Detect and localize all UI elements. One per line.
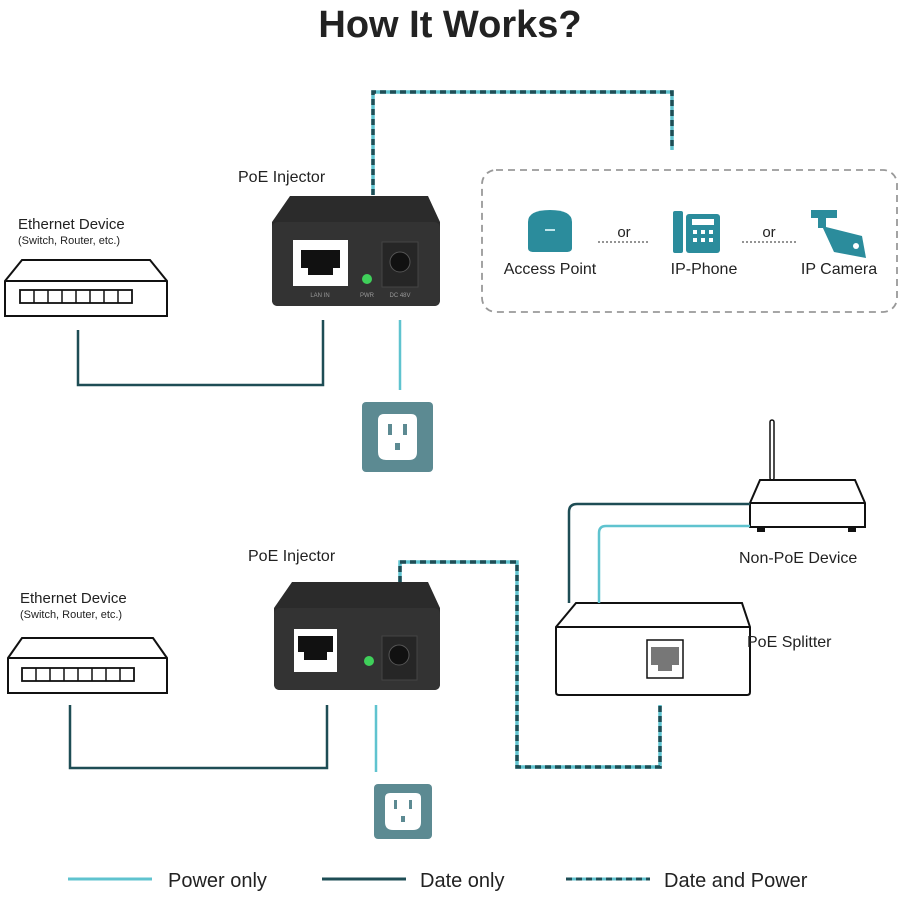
- legend-data-power-label: Date and Power: [664, 870, 808, 892]
- dc-label: DC 48V: [389, 293, 410, 299]
- ethernet-device-label: Ethernet Device: [18, 216, 125, 233]
- bottom-data-power-cable: [398, 560, 662, 769]
- legend: Power only Date only Date and Power: [68, 870, 808, 892]
- ip-camera-label: IP Camera: [801, 261, 877, 278]
- or-label: or: [762, 224, 775, 241]
- power-led: [364, 656, 374, 666]
- ip-camera-icon: [811, 210, 866, 258]
- ethernet-device-label: Ethernet Device: [20, 590, 127, 607]
- ip-phone-icon: [673, 211, 720, 253]
- power-led: [362, 274, 372, 284]
- poe-injector-device: [274, 582, 440, 690]
- legend-data-only-label: Date only: [420, 870, 505, 892]
- data-only-cable: [68, 705, 329, 770]
- power-only-cable: [597, 524, 750, 603]
- top-data-power-cable: [371, 90, 674, 195]
- poe-injector-device: LAN IN PWR DC 48V: [272, 196, 440, 306]
- power-outlet-icon: [362, 402, 433, 472]
- access-point-icon: [528, 210, 572, 252]
- ethernet-device-sublabel: (Switch, Router, etc.): [18, 235, 120, 247]
- poe-devices-box: [481, 169, 898, 313]
- non-poe-device-label: Non-PoE Device: [739, 550, 857, 567]
- access-point-label: Access Point: [504, 261, 597, 278]
- ethernet-switch-icon: [4, 259, 168, 317]
- ip-phone-label: IP-Phone: [671, 261, 738, 278]
- splitter-label: PoE Splitter: [747, 634, 832, 651]
- legend-power-only-label: Power only: [168, 870, 267, 892]
- ethernet-switch-icon: [7, 637, 168, 694]
- injector-label: PoE Injector: [238, 169, 326, 186]
- power-outlet-icon: [374, 784, 432, 839]
- pwr-label: PWR: [360, 293, 375, 299]
- injector-label: PoE Injector: [248, 548, 336, 565]
- data-only-cable: [567, 502, 750, 603]
- ethernet-device-sublabel: (Switch, Router, etc.): [20, 609, 122, 621]
- poe-splitter-device: [555, 602, 751, 696]
- page-title: How It Works?: [318, 4, 581, 46]
- lan-in-label: LAN IN: [310, 293, 329, 299]
- data-only-cable: [76, 320, 325, 387]
- or-label: or: [617, 224, 630, 241]
- non-poe-router-icon: [749, 419, 866, 532]
